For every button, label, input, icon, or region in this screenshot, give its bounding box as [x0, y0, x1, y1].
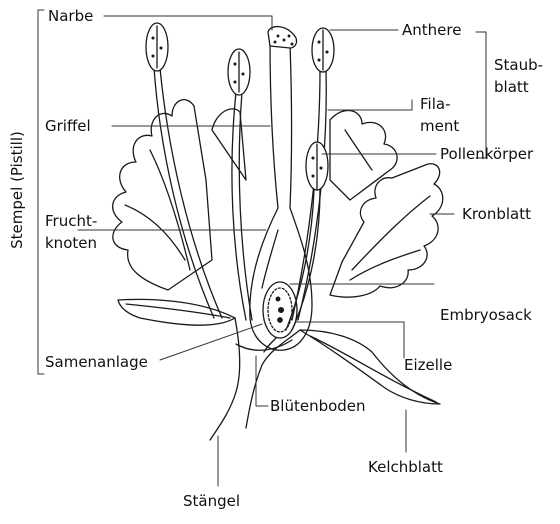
label-pollenkoerper: Pollenkörper: [440, 145, 534, 163]
label-bluetenboden: Blütenboden: [270, 397, 366, 415]
brackets: [37, 9, 487, 375]
sepal-right: [299, 329, 441, 405]
label-kelchblatt: Kelchblatt: [368, 458, 443, 476]
ovary: [249, 207, 313, 351]
petal-back-left: [211, 108, 247, 181]
staubblatt-bracket: [475, 31, 487, 159]
petal-right: [329, 163, 444, 298]
leader-lines: [77, 15, 455, 487]
stempel-bracket: [37, 9, 45, 375]
label-embryosack: Embryosack: [440, 306, 532, 324]
receptacle-and-stem: [209, 317, 301, 441]
label-staubblatt-2: blatt: [494, 78, 529, 96]
label-filament-1: Fila-: [420, 95, 451, 113]
label-eizelle: Eizelle: [404, 356, 453, 374]
label-kronblatt: Kronblatt: [462, 205, 532, 223]
label-anthere: Anthere: [402, 21, 462, 39]
anthers: [145, 22, 335, 191]
label-staubblatt-1: Staub-: [494, 56, 544, 74]
filaments: [153, 67, 327, 331]
ovule: [262, 281, 298, 353]
label-staengel: Stängel: [183, 492, 241, 510]
sepal-left: [117, 298, 236, 326]
pistil-style: [267, 26, 298, 209]
petal-left: [112, 99, 213, 291]
petal-right-upper: [329, 109, 398, 201]
label-fruchtknoten-2: knoten: [45, 234, 97, 252]
label-griffel: Griffel: [45, 117, 91, 135]
label-narbe: Narbe: [48, 7, 94, 25]
label-filament-2: ment: [420, 117, 460, 135]
label-stempel: Stempel (Pistill): [8, 131, 26, 249]
label-fruchtknoten-1: Frucht-: [45, 212, 98, 230]
label-samenanlage: Samenanlage: [45, 353, 148, 371]
